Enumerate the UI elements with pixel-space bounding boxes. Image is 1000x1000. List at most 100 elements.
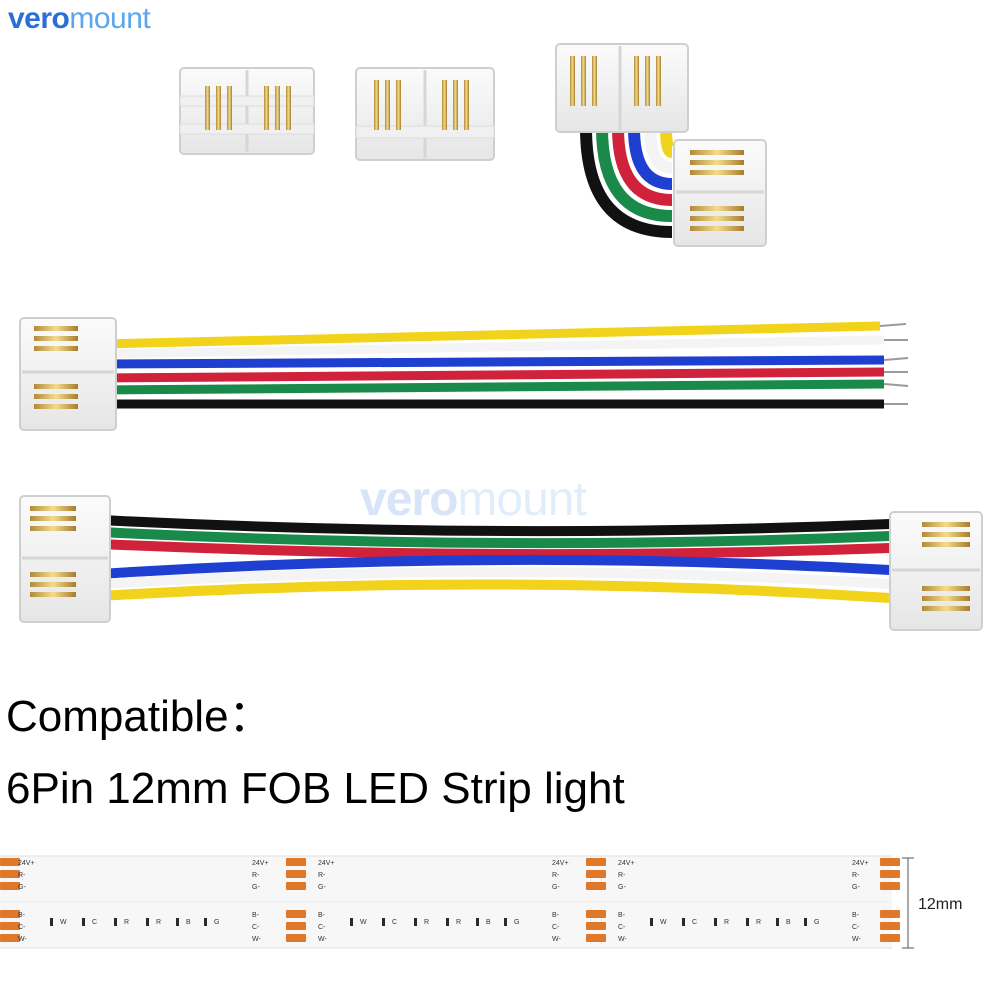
pad-label: C- <box>252 924 260 931</box>
chip-label: W <box>60 919 67 926</box>
chip-label: R <box>724 919 729 926</box>
copper-pad <box>586 934 606 942</box>
pad-label: G- <box>852 884 860 891</box>
copper-pad <box>286 910 306 918</box>
chip-label: W <box>360 919 367 926</box>
pad-label: B- <box>18 912 26 919</box>
pad-label: 24V+ <box>252 860 269 867</box>
smd-component <box>476 918 479 926</box>
pad-label: W- <box>852 936 861 943</box>
chip-label: C <box>392 919 397 926</box>
smd-component <box>50 918 53 926</box>
pad-label: 24V+ <box>852 860 869 867</box>
pad-label: R- <box>618 872 626 879</box>
pad-label: G- <box>552 884 560 891</box>
pad-label: R- <box>552 872 560 879</box>
l-shape-connector <box>555 43 767 247</box>
pad-label: C- <box>618 924 626 931</box>
copper-pad <box>286 922 306 930</box>
copper-pad <box>586 858 606 866</box>
copper-pad <box>880 882 900 890</box>
straight-connector-large <box>355 67 495 161</box>
copper-pad <box>586 922 606 930</box>
smd-component <box>776 918 779 926</box>
smd-component <box>146 918 149 926</box>
chip-label: B <box>786 919 791 926</box>
copper-pad <box>880 870 900 878</box>
product-illustrations <box>19 43 983 631</box>
smd-component <box>504 918 507 926</box>
pad-label: C- <box>552 924 560 931</box>
pad-label: R- <box>852 872 860 879</box>
jumper-connector <box>19 495 983 631</box>
pad-label: 24V+ <box>552 860 569 867</box>
brand-logo-part2: mount <box>69 2 151 35</box>
pad-label: W- <box>252 936 261 943</box>
chip-label: R <box>124 919 129 926</box>
pad-label: 24V+ <box>18 860 35 867</box>
chip-label: G <box>514 919 519 926</box>
copper-pad <box>586 910 606 918</box>
chip-label: R <box>156 919 161 926</box>
chip-label: R <box>456 919 461 926</box>
pad-label: G- <box>18 884 26 891</box>
copper-pad <box>0 934 20 942</box>
pad-label: 24V+ <box>618 860 635 867</box>
pad-label: C- <box>852 924 860 931</box>
pad-label: B- <box>552 912 560 919</box>
chip-label: B <box>186 919 191 926</box>
copper-pad <box>0 910 20 918</box>
brand-logo-part1: vero <box>8 2 70 35</box>
smd-component <box>382 918 385 926</box>
pad-label: R- <box>252 872 260 879</box>
copper-pad <box>880 934 900 942</box>
pad-label: B- <box>852 912 860 919</box>
copper-pad <box>880 858 900 866</box>
smd-component <box>714 918 717 926</box>
watermark-logo: veromount <box>360 472 587 527</box>
pad-label: G- <box>318 884 326 891</box>
chip-label: W <box>660 919 667 926</box>
pad-label: B- <box>618 912 626 919</box>
pad-label: R- <box>318 872 326 879</box>
copper-pad <box>286 882 306 890</box>
pad-label: C- <box>318 924 326 931</box>
pad-label: B- <box>252 912 260 919</box>
chip-label: R <box>424 919 429 926</box>
chip-label: C <box>92 919 97 926</box>
pigtail-connector <box>19 317 909 431</box>
smd-component <box>446 918 449 926</box>
copper-pad <box>0 858 20 866</box>
straight-connector-small <box>179 67 315 155</box>
pad-label: C- <box>18 924 26 931</box>
copper-pad <box>286 870 306 878</box>
pad-label: W- <box>318 936 327 943</box>
pad-label: 24V+ <box>318 860 335 867</box>
strip-width-label: 12mm <box>918 896 963 913</box>
smd-component <box>682 918 685 926</box>
smd-component <box>350 918 353 926</box>
pad-label: R- <box>18 872 26 879</box>
copper-pad <box>0 922 20 930</box>
copper-pad <box>0 870 20 878</box>
copper-pad-group <box>0 858 900 942</box>
smd-component <box>204 918 207 926</box>
copper-pad <box>286 934 306 942</box>
pad-label: B- <box>318 912 326 919</box>
copper-pad <box>880 910 900 918</box>
chip-label: C <box>692 919 697 926</box>
brand-logo: veromount <box>8 2 151 36</box>
led-strip: 24V+ R- G- B- C- W- 24V+ R- G- B- C- W- 24V+ R- G- B- C-… <box>0 855 914 949</box>
copper-pad <box>0 882 20 890</box>
watermark-part2: mount <box>457 473 586 526</box>
pad-label: W- <box>18 936 27 943</box>
smd-component <box>804 918 807 926</box>
chip-label: G <box>814 919 819 926</box>
compatible-heading: Compatible： <box>6 692 273 741</box>
smd-component <box>82 918 85 926</box>
copper-pad <box>586 870 606 878</box>
smd-component <box>650 918 653 926</box>
smd-component <box>746 918 749 926</box>
pad-label: G- <box>618 884 626 891</box>
chip-label: G <box>214 919 219 926</box>
